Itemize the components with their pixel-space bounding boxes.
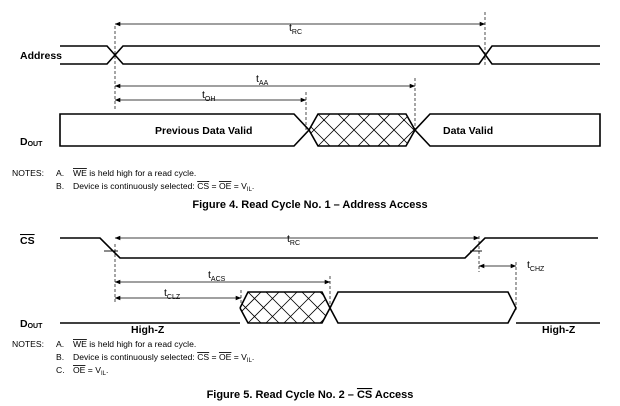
cs-waveform — [60, 237, 598, 259]
note-a-fig4: WE is held high for a read cycle. — [73, 168, 196, 178]
note-a-marker-fig5: A. — [56, 339, 64, 349]
address-waveform-bottom — [60, 45, 600, 65]
note-c-marker-fig5: C. — [56, 365, 65, 375]
trc-label-fig4: tRC — [289, 22, 302, 36]
invalid-data-region-fig5 — [239, 291, 331, 324]
figure-5-read-cycle-2: CS tRC tCHZ tACS tCLZ DOUT High-Z — [12, 233, 600, 401]
note-b-fig5: Device is continuously selected: CS = OE… — [73, 352, 254, 364]
tclz-label: tCLZ — [164, 287, 181, 301]
figure-5-notes: NOTES: A. WE is held high for a read cyc… — [12, 339, 254, 377]
data-valid-waveform — [414, 113, 601, 147]
tchz-label: tCHZ — [527, 259, 545, 273]
note-a-marker-fig4: A. — [56, 168, 64, 178]
tacs-label: tACS — [208, 269, 226, 283]
trc-label-fig5: tRC — [287, 233, 300, 247]
invalid-data-hatch-fig5 — [240, 292, 330, 323]
notes-heading-fig4: NOTES: — [12, 168, 44, 178]
note-b-fig4: Device is continuously selected: CS = OE… — [73, 181, 254, 193]
high-z-right-label: High-Z — [542, 324, 576, 336]
address-waveform-top — [60, 45, 600, 65]
figure-4-read-cycle-1: Address tRC tAA tOH DOUT Previous Data V… — [12, 12, 601, 211]
note-a-fig5: WE is held high for a read cycle. — [73, 339, 196, 349]
notes-heading-fig5: NOTES: — [12, 339, 44, 349]
high-z-left-label: High-Z — [131, 324, 165, 336]
data-valid-label: Data Valid — [443, 125, 493, 137]
note-c-fig5: OE = VIL. — [73, 365, 108, 377]
dout-signal-label-fig4: DOUT — [20, 136, 43, 148]
figure-4-notes: NOTES: A. WE is held high for a read cyc… — [12, 168, 254, 193]
dout-signal-label-fig5: DOUT — [20, 318, 43, 330]
cs-signal-label: CS — [20, 235, 35, 247]
previous-data-valid-label: Previous Data Valid — [155, 125, 252, 137]
invalid-data-hatch — [309, 114, 415, 146]
figure-5-caption: Figure 5. Read Cycle No. 2 – CS Access — [207, 389, 414, 401]
figure-4-caption: Figure 4. Read Cycle No. 1 – Address Acc… — [192, 199, 427, 211]
toh-label: tOH — [202, 89, 215, 103]
taa-label: tAA — [256, 73, 269, 87]
data-valid-region-fig5 — [329, 291, 517, 324]
note-b-marker-fig4: B. — [56, 181, 64, 191]
address-signal-label: Address — [20, 50, 62, 62]
note-b-marker-fig5: B. — [56, 352, 64, 362]
